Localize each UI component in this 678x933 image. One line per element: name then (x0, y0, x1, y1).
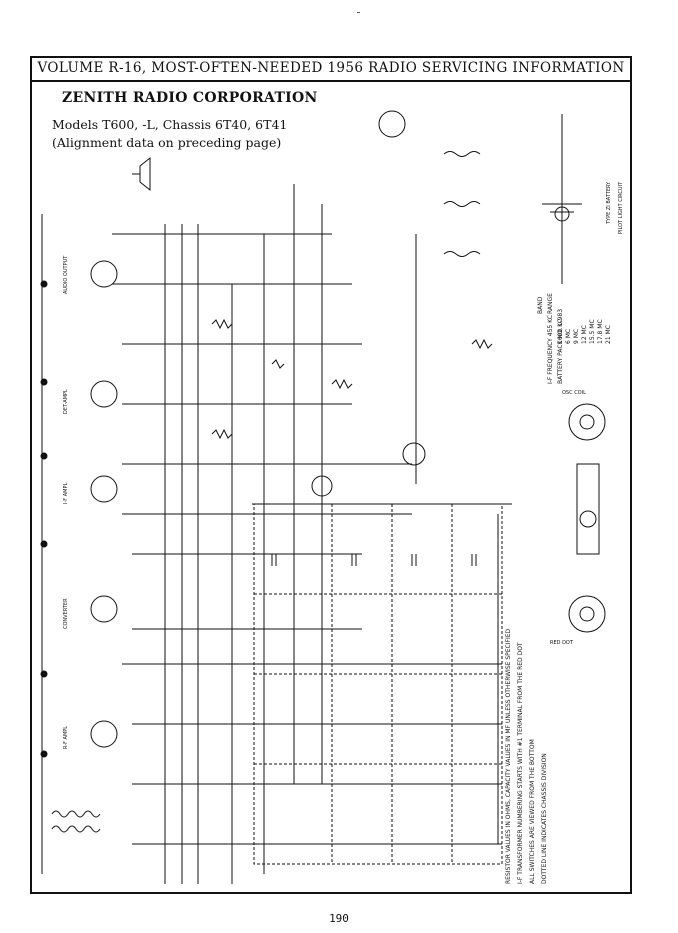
coil (443, 151, 481, 157)
stage-marker (40, 452, 48, 460)
note-3: ALL SWITCHES ARE VIEWED FROM THE BOTTOM (529, 739, 536, 884)
page-header: VOLUME R-16, MOST-OFTEN-NEEDED 1956 RADI… (30, 56, 632, 82)
antenna-coil (51, 825, 101, 833)
band-row-4: 12 MC (581, 325, 588, 344)
alignment-note: (Alignment data on preceding page) (52, 135, 282, 150)
schematic-diagram: AUDIO OUTPUT DET-AMPL I-F AMPL CONVERTER… (40, 110, 624, 884)
band-row-1: 1600 KC (557, 319, 564, 344)
resistor (471, 338, 493, 350)
tube-det-ampl (90, 380, 118, 408)
header-title: VOLUME R-16, MOST-OFTEN-NEEDED 1956 RADI… (37, 60, 625, 76)
resistor (271, 359, 285, 369)
speaker-icon (132, 156, 151, 192)
band-switch-outline (253, 503, 503, 865)
band-row-2: 6 MC (565, 329, 572, 344)
resistor (211, 428, 233, 440)
tube-small (402, 442, 426, 466)
stage-marker (40, 280, 48, 288)
range-header: RANGE (547, 293, 554, 314)
stage-label-rf-ampl: R-F AMPL (63, 726, 69, 749)
coil (443, 251, 481, 257)
tube-rectifier (378, 110, 406, 138)
osc-coil-socket (568, 403, 606, 441)
stage-label-converter: CONVERTER (63, 598, 69, 629)
stage-marker (40, 540, 48, 548)
tube-small (311, 475, 333, 497)
service-notes: RESISTOR VALUES IN OHMS, CAPACITY VALUES… (505, 628, 548, 884)
stage-label-det-ampl: DET-AMPL (63, 389, 69, 414)
coil (443, 201, 481, 207)
model-info: Models T600, -L, Chassis 6T40, 6T41 (Ali… (52, 116, 287, 152)
osc-coil-core (579, 414, 595, 430)
stage-marker (40, 750, 48, 758)
stage-label-osc-coil: OSC COIL (562, 390, 586, 396)
stage-label-audio-output: AUDIO OUTPUT (63, 255, 69, 294)
brand-logo: ZENITH RADIO CORPORATION (62, 90, 318, 106)
page-number: 190 (329, 912, 349, 925)
pilot-lamp (554, 206, 570, 222)
resistor (331, 378, 353, 390)
band-row-7: 21 MC (605, 325, 612, 344)
band-row-5: 15.5 MC (589, 319, 596, 344)
if-frequency: I-F FREQUENCY 455 KC (547, 315, 554, 384)
band-row-3: 9 MC (573, 329, 580, 344)
note-1: RESISTOR VALUES IN OHMS, CAPACITY VALUES… (505, 628, 512, 884)
battery-pack: BATTERY PACK NO. L-983 (557, 309, 564, 384)
model-line: Models T600, -L, Chassis 6T40, 6T41 (52, 117, 288, 132)
stage-label-battery: TYPE ZI BATTERY (606, 181, 612, 225)
antenna-coil (51, 810, 101, 818)
stage-marker (40, 378, 48, 386)
resistor (211, 318, 233, 330)
note-2: I-F TRANSFORMER NUMBERING STARTS WITH #1… (517, 642, 524, 884)
band-row-6: 17.8 MC (597, 319, 604, 344)
scan-mark (357, 12, 360, 13)
coil-socket (568, 595, 606, 633)
tube-converter (90, 595, 118, 623)
stage-marker (40, 670, 48, 678)
note-4: DOTTED LINE INDICATES CHASSIS DIVISION (541, 753, 548, 884)
if-can-core (579, 510, 597, 528)
stage-label-pilot-light: PILOT LIGHT CIRCUIT (618, 181, 624, 234)
tube-if-ampl (90, 475, 118, 503)
tube-rf-ampl (90, 720, 118, 748)
if-can-diagram (576, 463, 600, 555)
page-border (30, 56, 632, 894)
band-range-table: BAND RANGE 1600 KC 6 MC 9 MC 12 MC 15.5 … (537, 293, 612, 384)
coil-core (579, 606, 595, 622)
stage-label-red-dot: RED DOT (550, 640, 574, 646)
stage-label-if-ampl: I-F AMPL (63, 483, 69, 504)
band-header: BAND (537, 296, 544, 314)
tube-audio-output (90, 260, 118, 288)
